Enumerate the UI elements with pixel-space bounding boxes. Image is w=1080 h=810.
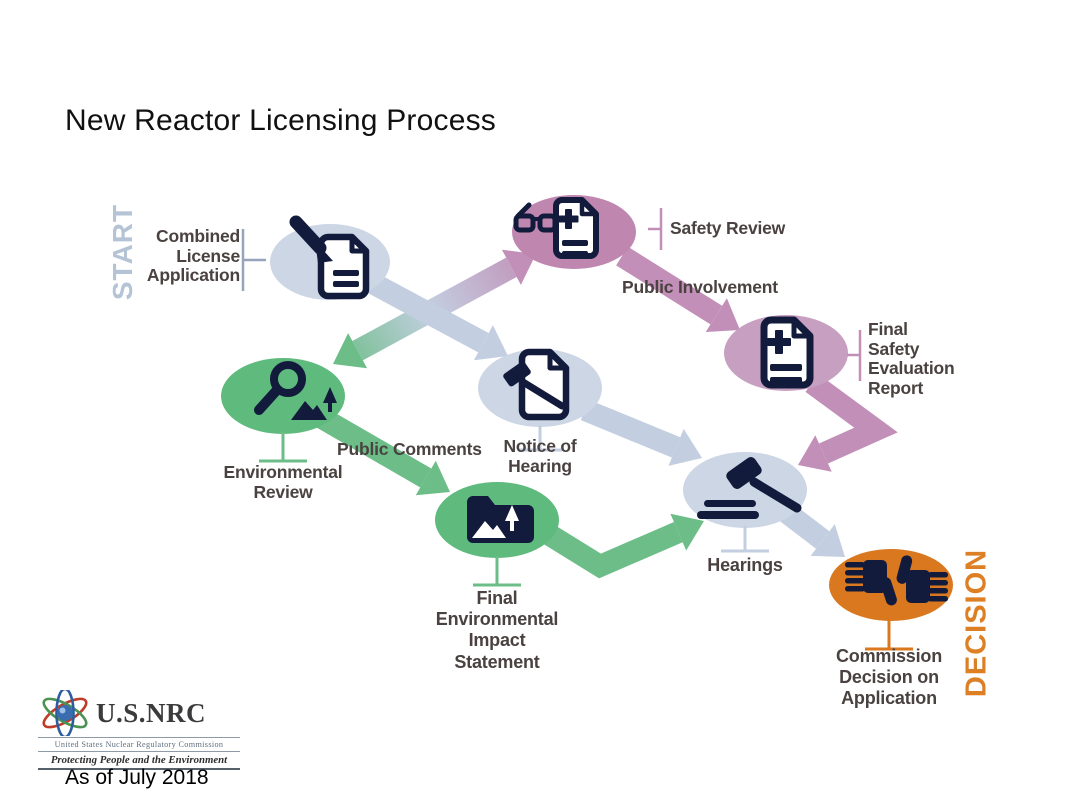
- label-notice-of-hearing: Notice of Hearing: [503, 436, 577, 476]
- document-plus-icon: [760, 316, 814, 389]
- arrow-fser-to-hearings: [798, 374, 898, 472]
- node-safety-review: [512, 195, 636, 269]
- label-combined-license-application: Combined License Application: [146, 226, 240, 286]
- node-final-safety-evaluation-report: [724, 315, 848, 391]
- nrc-full-name: United States Nuclear Regulatory Commiss…: [38, 737, 240, 751]
- glasses-document-icon: [513, 197, 599, 259]
- label-safety-review: Safety Review: [670, 218, 786, 238]
- nrc-motto: Protecting People and the Environment: [38, 751, 240, 770]
- label-environmental-review: Environmental Review: [223, 462, 343, 502]
- bracket-hearings: [721, 526, 769, 553]
- label-commission-decision: Commission Decision on Application: [835, 646, 943, 709]
- page-title: New Reactor Licensing Process: [65, 104, 496, 137]
- label-hearings: Hearings: [707, 555, 783, 575]
- atom-icon: [42, 690, 88, 736]
- flow-arrows: [316, 246, 898, 579]
- arrow-safety-review-to-fser: [616, 246, 740, 332]
- thumbs-up-icon: [896, 555, 948, 603]
- as-of-date: As of July 2018: [65, 766, 209, 789]
- arrow-hearings-to-decision: [779, 503, 845, 557]
- label-brackets: [241, 208, 913, 651]
- folder-landscape-icon: [467, 496, 534, 543]
- bracket-environmental-review: [259, 432, 307, 463]
- nrc-acronym: U.S.NRC: [96, 697, 207, 728]
- arrow-environmental-review-to-feis: [316, 408, 450, 496]
- nrc-logo: U.S.NRC United States Nuclear Regulatory…: [38, 690, 240, 770]
- magnifier-landscape-icon: [254, 361, 337, 420]
- bracket-notice-of-hearing: [518, 425, 562, 452]
- bracket-feis: [473, 556, 521, 587]
- thumbs-down-icon: [845, 560, 897, 606]
- node-environmental-review: [221, 358, 345, 434]
- bracket-fser: [847, 330, 862, 381]
- label-public-involvement: Public Involvement: [622, 277, 778, 297]
- gavel-document-icon: [503, 348, 570, 421]
- node-decision: [829, 549, 953, 621]
- gavel-icon: [697, 457, 802, 519]
- node-final-environmental-impact-statement: [435, 482, 559, 558]
- label-final-safety-evaluation-report: Final Safety Evaluation Report: [868, 319, 955, 398]
- bracket-decision: [865, 619, 913, 651]
- node-combined-license-application: [270, 215, 390, 300]
- node-notice-of-hearing: [478, 348, 602, 427]
- node-hearings: [683, 452, 807, 528]
- pen-document-icon: [289, 215, 370, 300]
- label-public-comments: Public Comments: [337, 439, 482, 459]
- label-final-environmental-impact-statement: Final Environmental Impact Statement: [435, 588, 559, 672]
- bracket-safety-review: [648, 208, 663, 250]
- arrow-notice-of-hearing-to-hearings: [580, 399, 702, 466]
- bracket-combined-license: [241, 229, 266, 291]
- arrow-feis-to-hearings: [539, 513, 704, 579]
